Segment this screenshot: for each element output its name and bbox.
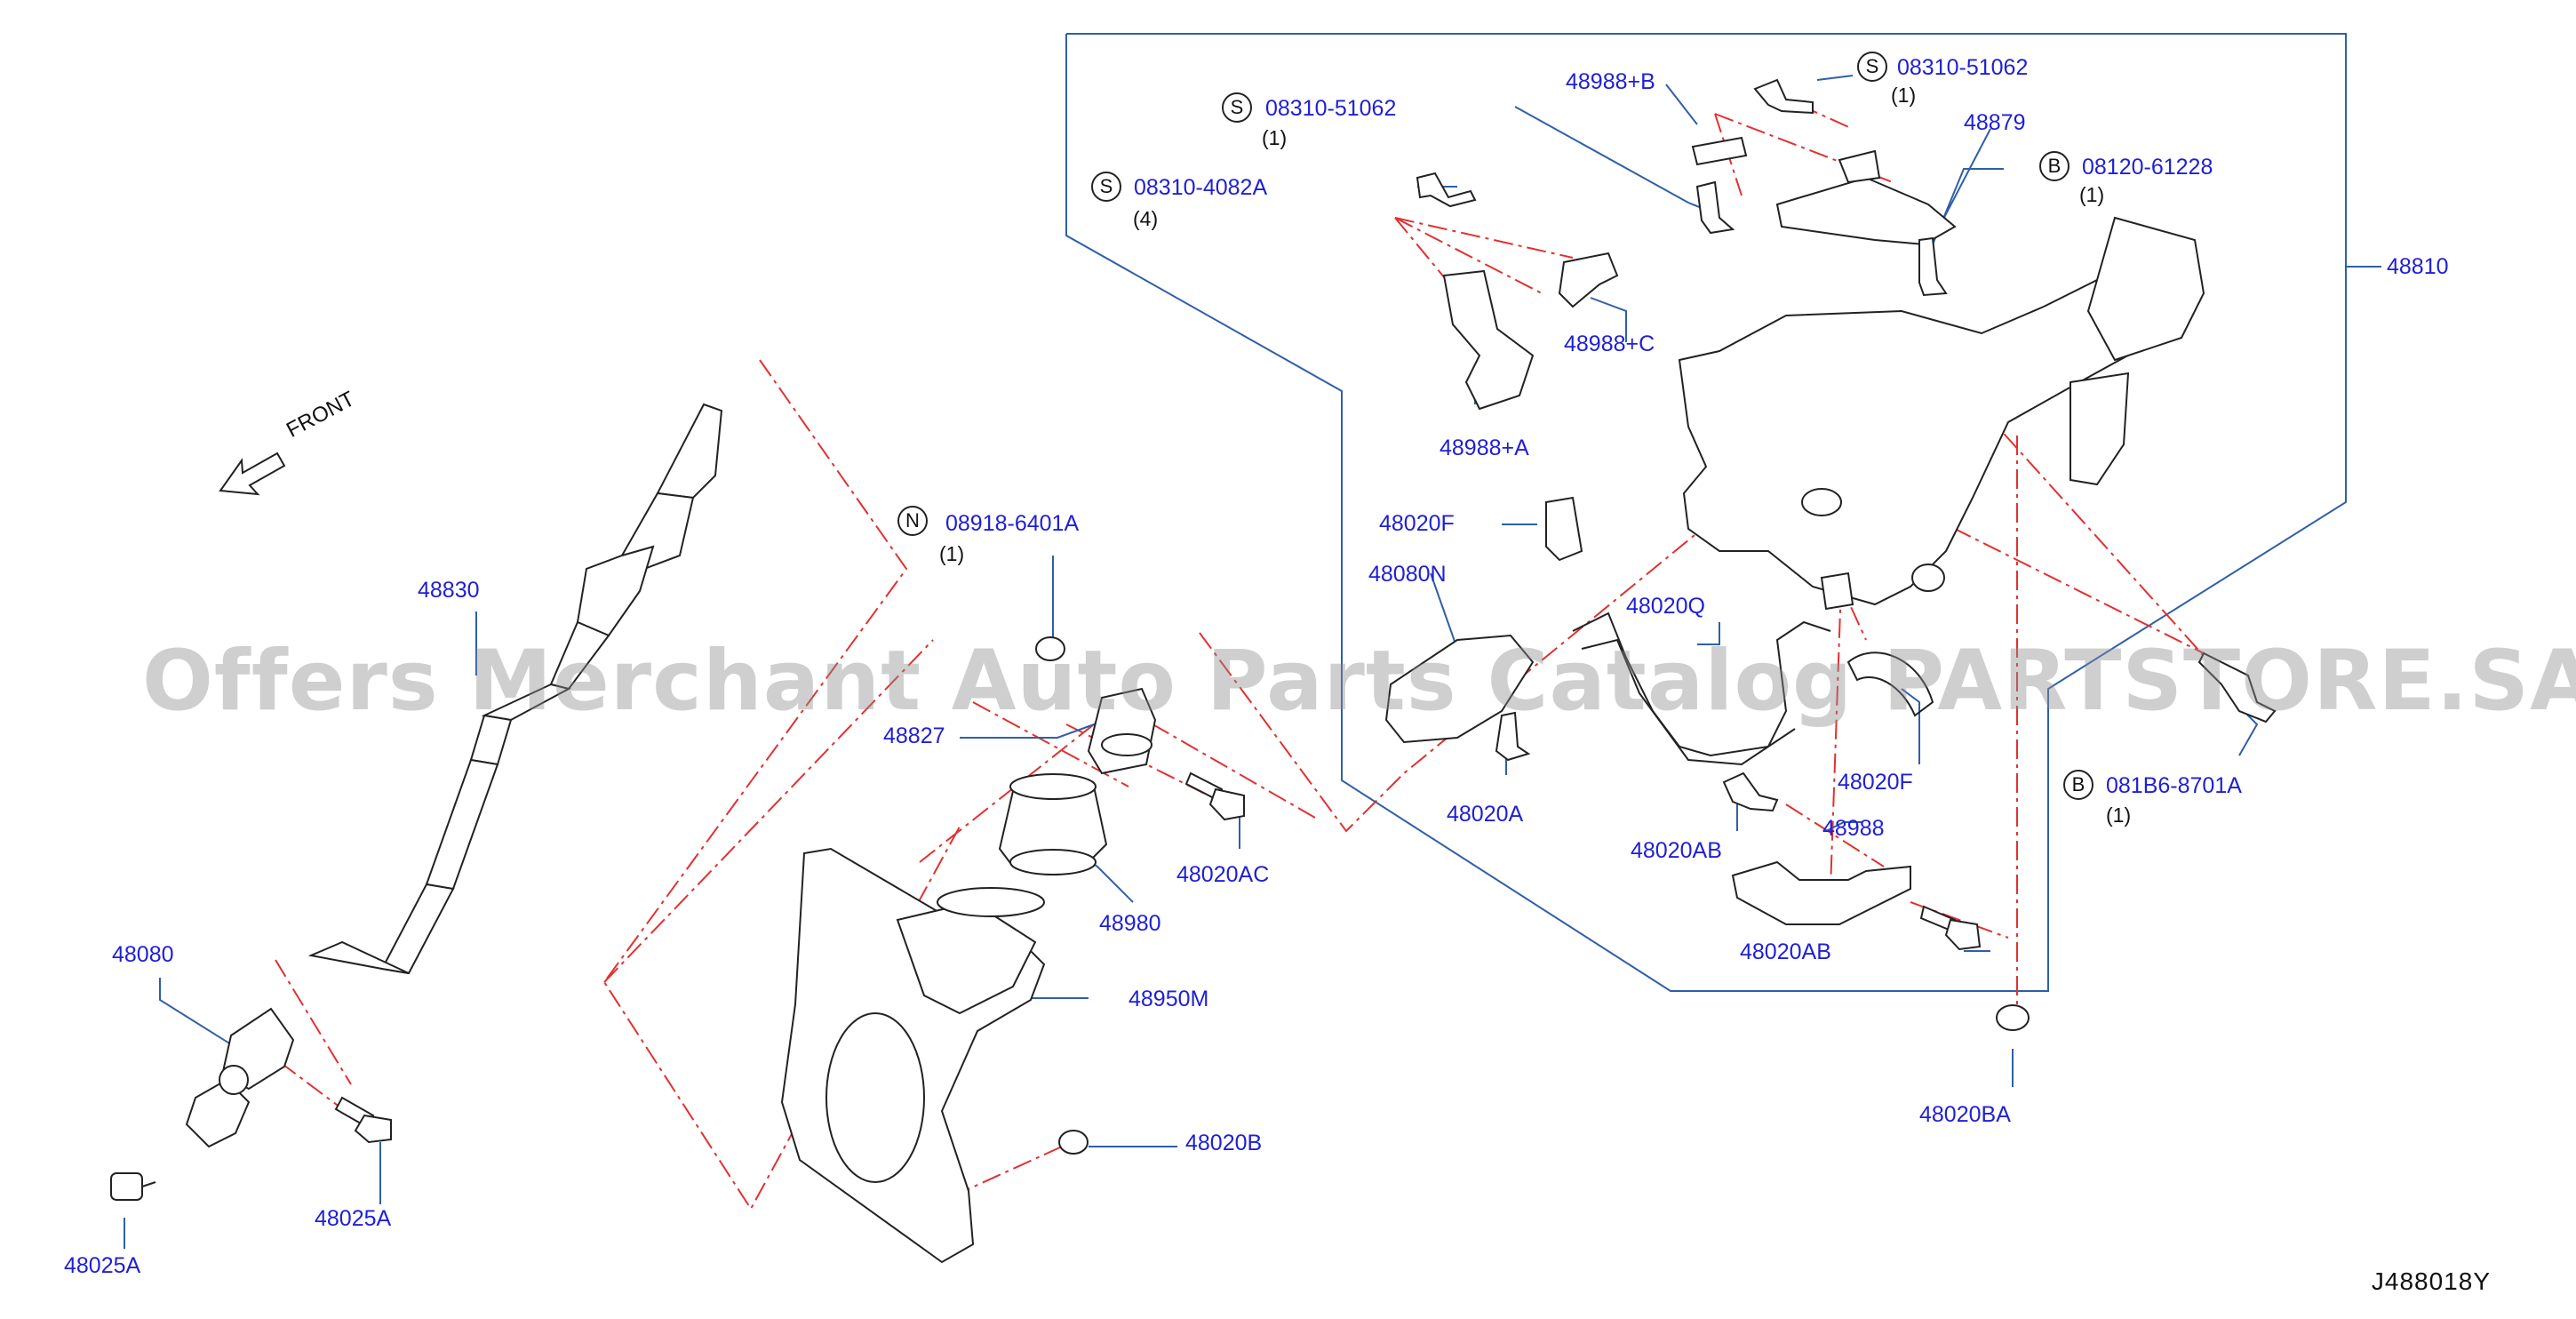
callout-08120-61228[interactable]: 08120-61228 <box>2082 155 2213 180</box>
qty-08310-51062-a: (1) <box>1262 126 1288 149</box>
sensor-48020F-top <box>1545 496 1583 562</box>
prefix-s-circle-2: S <box>1091 172 1121 202</box>
bolt-top-08310-4082A <box>1416 172 1477 208</box>
front-arrow-icon <box>219 452 286 496</box>
callout-48020AB-lower[interactable]: 48020AB <box>1740 939 1831 964</box>
boot-48950M <box>780 847 1046 1264</box>
bolt-081B6 <box>2197 652 2277 723</box>
qty-08310-51062-b: (1) <box>1891 84 1917 107</box>
callout-48025A-right[interactable]: 48025A <box>315 1206 392 1231</box>
bolt-48025A-left <box>110 1172 156 1201</box>
callout-48810[interactable]: 48810 <box>2387 254 2449 279</box>
callout-48080N[interactable]: 48080N <box>1368 562 1447 587</box>
callout-08310-4082A[interactable]: 08310-4082A <box>1134 175 1268 200</box>
prefix-b-circle-2: B <box>2063 770 2093 800</box>
bolt-top-08310-51062-b <box>1753 78 1814 115</box>
bolt-top-08310-51062-a <box>1695 180 1735 235</box>
bolt-48025A-right <box>334 1096 392 1144</box>
prefix-n-circle: N <box>897 506 928 536</box>
callout-48020AB-upper[interactable]: 48020AB <box>1631 838 1722 863</box>
callout-08310-51062-a[interactable]: 08310-51062 <box>1265 96 1397 121</box>
prefix-b-circle-1: B <box>2039 151 2070 181</box>
bolt-48020AC <box>1184 771 1245 821</box>
prefix-s-circle-3: S <box>1857 52 1887 82</box>
prefix-s-circle-1: S <box>1222 92 1252 123</box>
callout-48020A[interactable]: 48020A <box>1447 802 1524 827</box>
callout-48020BA[interactable]: 48020BA <box>1919 1102 2011 1127</box>
callout-48020Q[interactable]: 48020Q <box>1626 594 1705 619</box>
bolt-48020A <box>1495 711 1531 762</box>
callout-48950M[interactable]: 48950M <box>1128 987 1209 1011</box>
harness-48020Q <box>1572 612 1831 766</box>
callout-081B6-8701A[interactable]: 081B6-8701A <box>2106 773 2242 798</box>
nut-48020B <box>1058 1130 1089 1155</box>
qty-08120: (1) <box>2079 183 2105 206</box>
callout-48988B[interactable]: 48988+B <box>1566 69 1655 94</box>
bracket-48988 <box>1731 860 1911 925</box>
bracket-48080N <box>1384 634 1535 744</box>
qty-08918: (1) <box>939 542 965 565</box>
part-shapes <box>110 78 2277 1264</box>
bolt-48020AB-upper <box>1722 771 1779 812</box>
nut-48827 <box>1035 636 1065 661</box>
callout-48988A[interactable]: 48988+A <box>1440 436 1529 460</box>
assembly-outline <box>1065 33 2381 992</box>
callout-48020F-top[interactable]: 48020F <box>1379 511 1455 536</box>
qty-081B6: (1) <box>2106 803 2132 827</box>
clamp-48020F-bottom <box>1846 652 1934 717</box>
diagram-id-code: J488018Y <box>2371 1267 2491 1295</box>
bushing-48980 <box>998 773 1108 875</box>
leader-lines <box>124 75 2259 1249</box>
bracket-48988C <box>1558 252 1619 308</box>
callout-08310-51062-b[interactable]: 08310-51062 <box>1897 55 2029 80</box>
upper-shaft-48830 <box>307 403 723 975</box>
bracket-48879 <box>1775 149 1957 246</box>
qty-08310-4082A: (4) <box>1133 207 1159 230</box>
column-assembly-48810 <box>1678 216 2205 611</box>
callout-48988[interactable]: 48988 <box>1822 816 1885 841</box>
callout-48879[interactable]: 48879 <box>1964 110 2026 135</box>
callout-08918-6401A[interactable]: 08918-6401A <box>945 511 1080 536</box>
universal-joint-48080 <box>185 1007 295 1148</box>
callout-48080[interactable]: 48080 <box>112 942 174 967</box>
callout-48020F-bottom[interactable]: 48020F <box>1838 770 1913 795</box>
callout-48980[interactable]: 48980 <box>1099 911 1161 936</box>
bolt-08120 <box>1918 236 1948 297</box>
bracket-48988B <box>1691 136 1748 166</box>
callout-48830[interactable]: 48830 <box>418 578 480 603</box>
bolt-48020AB-lower <box>1919 905 1982 951</box>
callout-48020B[interactable]: 48020B <box>1185 1131 1263 1155</box>
bracket-48827 <box>1087 687 1157 775</box>
callout-48827[interactable]: 48827 <box>883 723 945 748</box>
nut-48020BA <box>1996 1004 2030 1031</box>
callout-48025A-left[interactable]: 48025A <box>64 1253 141 1278</box>
callout-48020AC[interactable]: 48020AC <box>1176 862 1270 887</box>
callout-48988C[interactable]: 48988+C <box>1564 332 1655 356</box>
bracket-48988A <box>1442 269 1535 411</box>
